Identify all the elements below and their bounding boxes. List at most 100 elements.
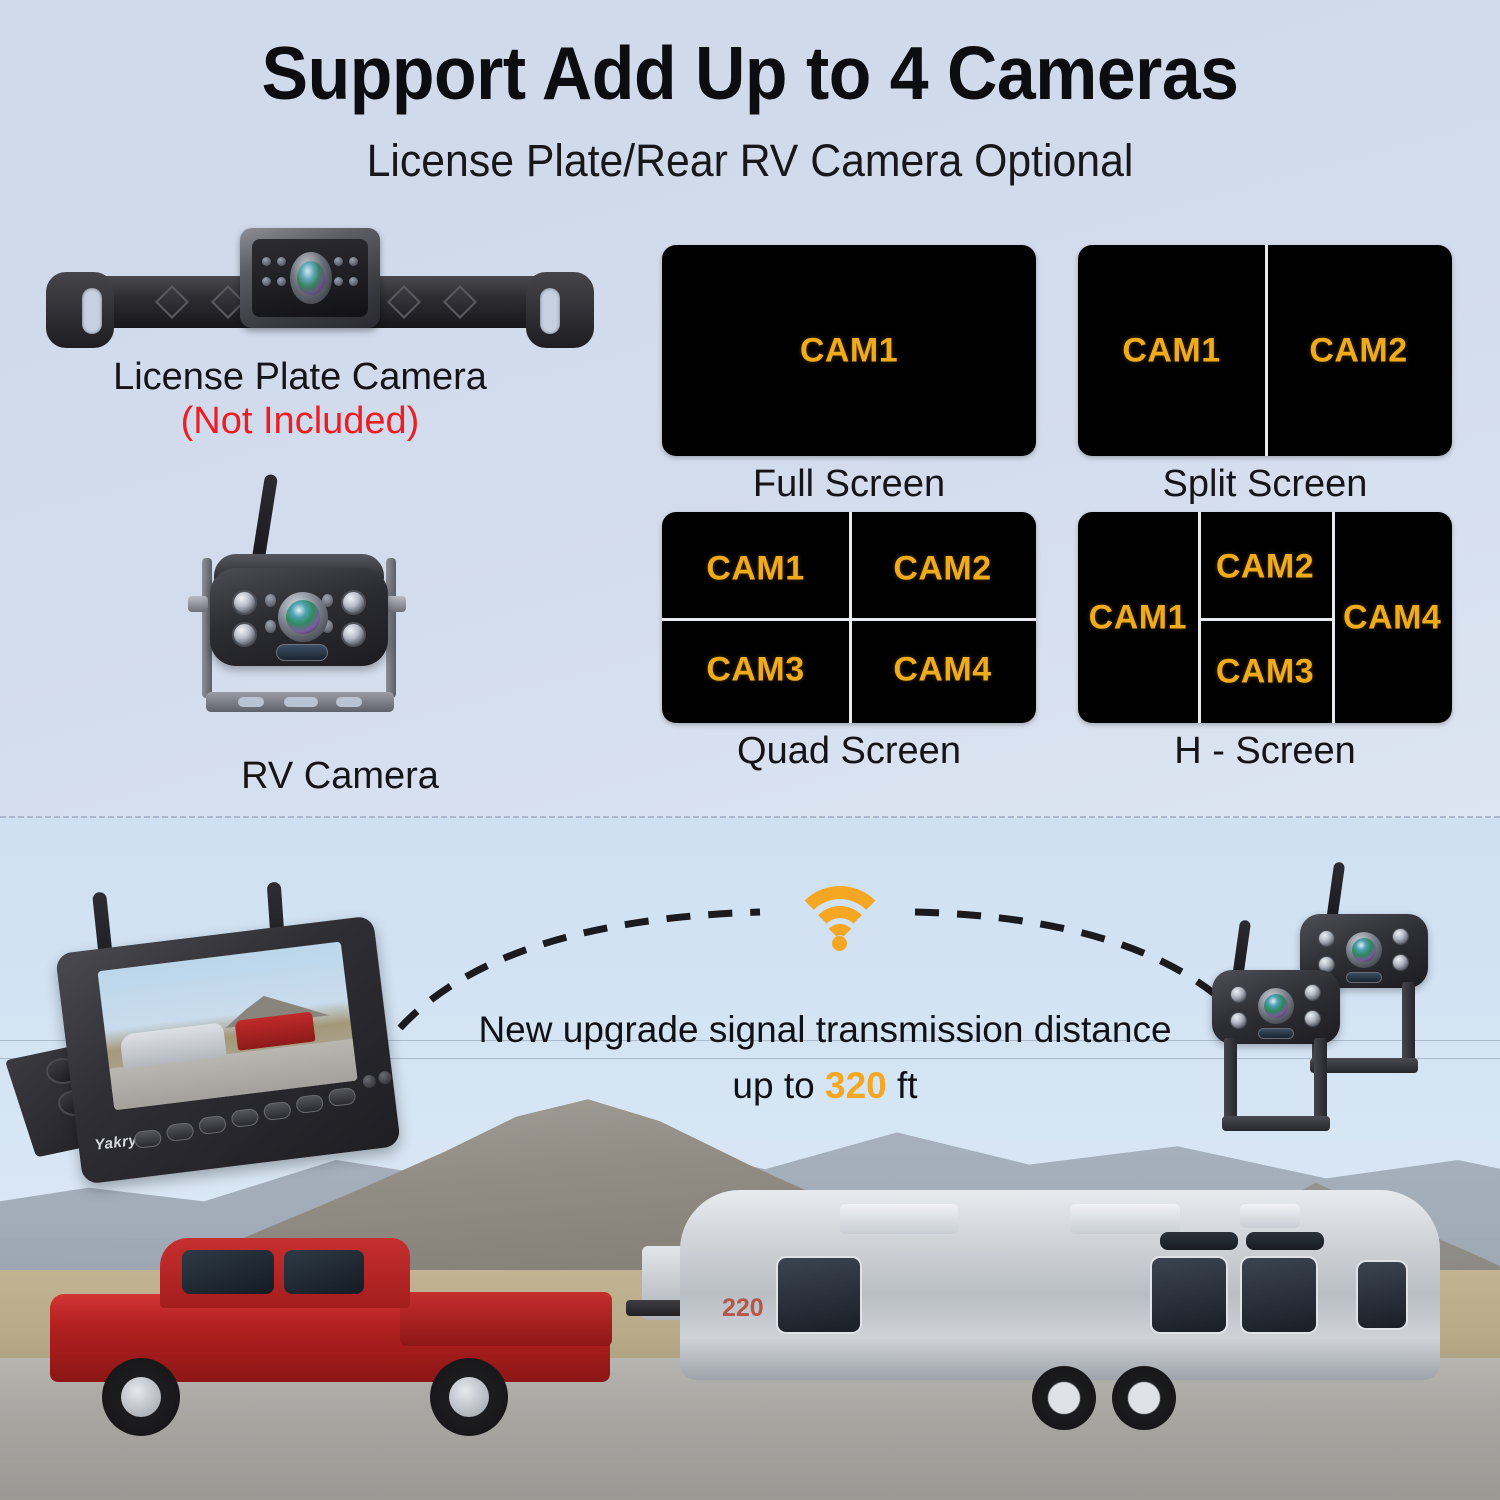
monitor-knob[interactable] (377, 1070, 393, 1085)
mount-hole (238, 697, 264, 707)
bracket-slot-left (82, 288, 102, 334)
monitor-preview: CAM1 CAM2 CAM3 CAM4 (1078, 512, 1452, 723)
camera-lens-ring (1346, 932, 1382, 968)
monitor-knob[interactable] (362, 1074, 377, 1089)
cam-label: CAM3 (1215, 652, 1315, 691)
side-vent (1246, 1232, 1324, 1250)
camera-lens (1352, 938, 1376, 962)
wifi-dot (832, 936, 847, 951)
cam-label: CAM4 (893, 650, 992, 689)
sensor-dot (322, 594, 333, 607)
ir-led (1230, 1012, 1247, 1029)
monitor-housing: Yakry (55, 915, 401, 1185)
roof-ac-unit (1070, 1204, 1180, 1234)
mount-leg (1314, 1038, 1327, 1120)
camera-lens (297, 261, 325, 295)
cam-label: CAM2 (1309, 331, 1408, 369)
mount-base-plate (1310, 1058, 1418, 1073)
rear-camera-pair (1200, 861, 1490, 1131)
cam-label: CAM2 (1215, 547, 1315, 586)
cam-label: CAM1 (1122, 331, 1221, 369)
display-mode-caption: H - Screen (1174, 730, 1356, 772)
mount-bracket-left (202, 558, 212, 698)
cam-label: CAM3 (706, 650, 805, 689)
screen-divider (1265, 245, 1268, 456)
monitor-button-minus[interactable] (198, 1114, 227, 1136)
monitor-preview: CAM1 CAM2 (1078, 245, 1452, 456)
side-vent (1160, 1232, 1238, 1250)
power-line (0, 1040, 1500, 1041)
transmission-distance-value: 320 (825, 1064, 887, 1106)
trailer-wheel (1032, 1366, 1096, 1430)
bracket-knob-left (188, 596, 208, 612)
screen-divider (1332, 512, 1336, 723)
screen-divider (662, 617, 1036, 621)
pickup-truck (10, 1222, 650, 1442)
monitor-button-up[interactable] (327, 1086, 357, 1108)
truck-bed (400, 1292, 612, 1346)
truck-cab (160, 1238, 410, 1308)
monitor-button-rec[interactable] (230, 1107, 260, 1129)
mount-hole (336, 697, 362, 707)
monitor-button-menu[interactable] (262, 1100, 292, 1122)
transmission-prefix: up to (732, 1064, 825, 1106)
not-included-note: (Not Included) (180, 400, 420, 442)
ir-led (1392, 954, 1409, 971)
cam-label: CAM1 (799, 331, 899, 369)
camera-faceplate (252, 239, 368, 317)
monitor-button-brightness[interactable] (165, 1121, 195, 1143)
monitor-display (97, 941, 358, 1111)
truck-wheel (102, 1358, 180, 1436)
truck-window (182, 1250, 274, 1294)
trailer-window (1356, 1260, 1408, 1330)
wheel-rim (121, 1377, 161, 1417)
display-mode-caption: Split Screen (1162, 463, 1368, 505)
ir-led (1318, 930, 1335, 947)
license-plate-camera-label: License Plate Camera (113, 356, 487, 398)
ir-led (341, 622, 366, 647)
airstream-trailer: 220 (626, 1150, 1450, 1450)
mount-base-plate (1222, 1116, 1330, 1131)
trailer-window (1240, 1256, 1318, 1334)
display-mode-full-screen: CAM1 Full Screen (662, 245, 1036, 505)
ir-led (341, 590, 366, 615)
light-sensor (1258, 1028, 1294, 1039)
monitor-button-power[interactable] (133, 1128, 163, 1150)
trailer-number: 220 (722, 1294, 764, 1322)
display-mode-h-screen: CAM1 CAM2 CAM3 CAM4 H - Screen (1078, 512, 1452, 772)
display-mode-split-screen: CAM1 CAM2 Split Screen (1078, 245, 1452, 505)
power-line (0, 1058, 1500, 1059)
camera-options-section: Support Add Up to 4 Cameras License Plat… (0, 0, 1500, 818)
sensor-dot (322, 620, 333, 633)
trailer-hitch (626, 1300, 686, 1316)
section-divider (0, 816, 1500, 819)
mount-hole (284, 697, 318, 707)
ir-led (232, 622, 257, 647)
antenna-icon (250, 473, 279, 567)
cam-label: CAM4 (1342, 598, 1442, 636)
mount-leg (1402, 982, 1415, 1062)
transmission-distance-text: New upgrade signal transmission distance… (430, 1002, 1220, 1113)
camera-lens-ring (278, 592, 328, 642)
trailer-window (1150, 1256, 1228, 1334)
rv-camera-label: RV Camera (241, 755, 439, 797)
trailer-body: 220 (680, 1190, 1440, 1380)
camera-lens (286, 600, 320, 634)
truck-wheel (430, 1358, 508, 1436)
trailer-wheel (1112, 1366, 1176, 1430)
monitor-button-mode[interactable] (295, 1093, 325, 1115)
sensor-dot (265, 594, 276, 607)
license-plate-camera-housing (240, 228, 380, 328)
light-sensor (1346, 972, 1382, 983)
wheel-rim (449, 1377, 489, 1417)
bracket-ear-right (526, 272, 594, 348)
rv-camera-housing (210, 568, 388, 666)
wireless-monitor: Yakry (4, 872, 442, 1202)
trailer-window (776, 1256, 862, 1334)
monitor-preview: CAM1 (662, 245, 1036, 456)
cam-label: CAM1 (1088, 598, 1187, 636)
truck-window (284, 1250, 364, 1294)
ir-led (1304, 984, 1321, 1001)
monitor-brand-label: Yakry (93, 1131, 139, 1154)
camera-lens-ring (290, 252, 332, 304)
